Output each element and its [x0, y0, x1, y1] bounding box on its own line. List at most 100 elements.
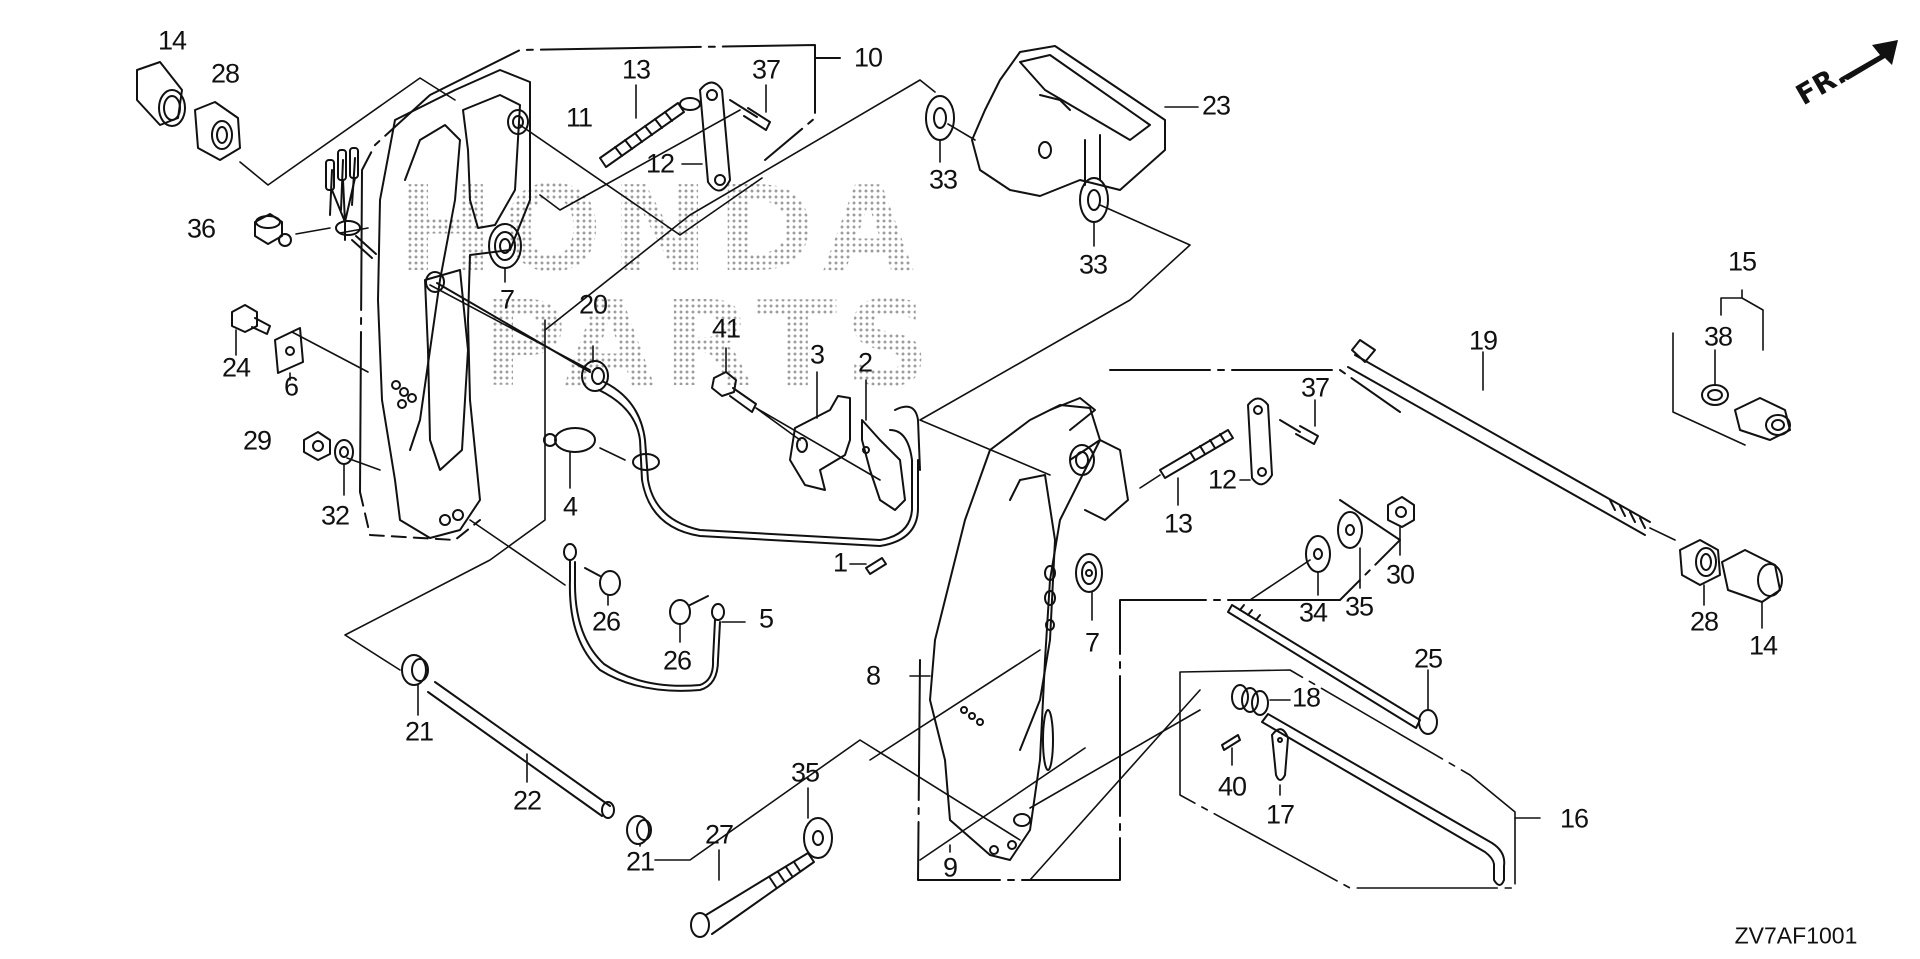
pin-37-upper: [729, 84, 771, 131]
clip-36: [254, 213, 331, 247]
washer-33-upper: [925, 95, 976, 163]
callout-16[interactable]: 16: [1559, 803, 1589, 834]
bolt-25: [1227, 604, 1438, 735]
cap-15: [1734, 397, 1791, 441]
callout-29[interactable]: 29: [242, 425, 272, 456]
callout-36[interactable]: 36: [186, 213, 216, 244]
part-1: [849, 557, 887, 575]
pin-37-lower: [1279, 399, 1319, 445]
callout-41[interactable]: 41: [711, 313, 741, 344]
handle-rod-16: [1261, 713, 1506, 886]
bolt-26-a: [584, 567, 621, 606]
spring-7-lower: [1075, 553, 1103, 621]
callout-17[interactable]: 17: [1265, 799, 1295, 830]
group-frame-right: [917, 369, 1401, 881]
front-arrow-icon: [1840, 40, 1898, 80]
nut-30: [1387, 496, 1415, 556]
callout-7[interactable]: 7: [1084, 627, 1100, 658]
spring-18: [1231, 684, 1291, 716]
callout-18[interactable]: 18: [1291, 682, 1321, 713]
swivel-bracket-right: [869, 397, 1201, 861]
callout-27[interactable]: 27: [704, 819, 734, 850]
callout-12[interactable]: 12: [645, 148, 675, 179]
callout-34[interactable]: 34: [1298, 597, 1328, 628]
callout-9[interactable]: 9: [942, 852, 958, 883]
callout-37[interactable]: 37: [751, 54, 781, 85]
callout-11[interactable]: 11: [565, 102, 593, 133]
callout-14[interactable]: 14: [1748, 630, 1778, 661]
callout-28[interactable]: 28: [1689, 606, 1719, 637]
washer-32: [334, 439, 354, 496]
callout-8[interactable]: 8: [865, 660, 881, 691]
callout-24[interactable]: 24: [221, 352, 251, 383]
link-12-upper: [681, 81, 731, 192]
nut-28-left: [194, 101, 241, 161]
bolt-24: [231, 304, 271, 356]
diagram-code: ZV7AF1001: [1734, 922, 1858, 949]
callout-35[interactable]: 35: [1344, 591, 1374, 622]
leader-lines-upper-left: [239, 77, 1086, 861]
callout-5[interactable]: 5: [758, 603, 774, 634]
callout-12[interactable]: 12: [1207, 464, 1237, 495]
group-frame-10: [359, 44, 841, 493]
wire-harness: [325, 147, 377, 259]
callout-22[interactable]: 22: [512, 785, 542, 816]
callout-40[interactable]: 40: [1217, 771, 1247, 802]
callout-35[interactable]: 35: [790, 757, 820, 788]
watermark-parts: PARTS: [480, 275, 939, 413]
callout-21[interactable]: 21: [625, 846, 655, 877]
watermark-honda: HONDA: [395, 160, 923, 298]
washer-34: [1249, 535, 1331, 601]
washer-35-upper: [1337, 511, 1363, 589]
cap-nut-14-left: [136, 61, 186, 127]
callout-32[interactable]: 32: [320, 500, 350, 531]
rod-13-lower: [1139, 429, 1234, 506]
stern-bracket-left: [359, 69, 531, 541]
callout-10[interactable]: 10: [853, 42, 883, 73]
callout-26[interactable]: 26: [662, 645, 692, 676]
rod-13-upper: [599, 84, 701, 168]
washer-33-lower: [919, 177, 1191, 476]
callout-3[interactable]: 3: [809, 339, 825, 370]
bracket-23: [971, 45, 1199, 197]
oring-38: [1701, 349, 1729, 406]
bolt-26-b: [669, 595, 709, 643]
callout-28[interactable]: 28: [210, 58, 240, 89]
callout-37[interactable]: 37: [1300, 372, 1330, 403]
spring-7-upper: [488, 223, 522, 283]
callout-30[interactable]: 30: [1385, 559, 1415, 590]
callout-4[interactable]: 4: [562, 491, 578, 522]
cable-20: [436, 282, 919, 547]
callout-33[interactable]: 33: [928, 164, 958, 195]
callout-13[interactable]: 13: [621, 54, 651, 85]
bushing-21-b: [626, 815, 652, 847]
bolt-41: [711, 347, 881, 481]
callout-19[interactable]: 19: [1468, 325, 1498, 356]
group-frame-15: [1672, 289, 1764, 446]
group-frame-16: [1029, 669, 1541, 889]
washer-35-lower: [803, 787, 833, 859]
callout-2[interactable]: 2: [857, 347, 873, 378]
callout-25[interactable]: 25: [1413, 643, 1443, 674]
callout-26[interactable]: 26: [591, 606, 621, 637]
callout-15[interactable]: 15: [1727, 246, 1757, 277]
callout-1[interactable]: 1: [832, 547, 848, 578]
callout-33[interactable]: 33: [1078, 249, 1108, 280]
bolt-27: [690, 849, 815, 938]
nut-29: [303, 431, 331, 461]
bracket-3: [789, 371, 851, 491]
clamp-4: [543, 427, 626, 489]
callout-14[interactable]: 14: [157, 25, 187, 56]
callout-23[interactable]: 23: [1201, 90, 1231, 121]
callout-6[interactable]: 6: [283, 371, 299, 402]
callout-13[interactable]: 13: [1163, 508, 1193, 539]
callout-21[interactable]: 21: [404, 716, 434, 747]
cap-nut-14-right: [1721, 549, 1783, 629]
callout-20[interactable]: 20: [578, 289, 608, 320]
nut-28-right: [1679, 539, 1721, 606]
tube-22: [427, 681, 615, 819]
callout-38[interactable]: 38: [1703, 321, 1733, 352]
callout-7[interactable]: 7: [499, 284, 515, 315]
sensor-2: [861, 379, 921, 511]
